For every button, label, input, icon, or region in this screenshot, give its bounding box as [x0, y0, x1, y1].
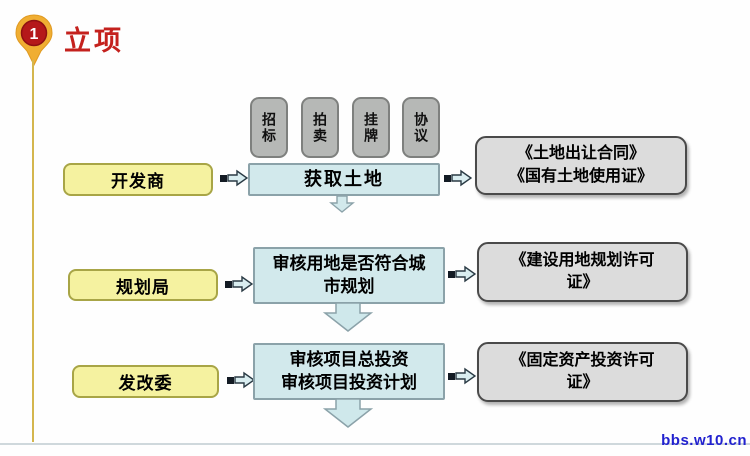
- timeline-line: [32, 60, 34, 442]
- land-method-auction: 拍卖: [301, 97, 339, 158]
- action-line: 审核项目投资计划: [281, 372, 417, 392]
- action-line: 审核项目总投资: [289, 350, 409, 370]
- action-label: 获取土地: [304, 168, 384, 189]
- action-box-review-land-use: 审核用地是否符合城 市规划: [253, 247, 445, 304]
- flow-arrow-right-icon: [220, 169, 248, 187]
- bottom-divider: [0, 443, 750, 445]
- flow-arrow-right-icon: [448, 367, 476, 385]
- page-title: 立项: [64, 26, 124, 56]
- result-box-land-contract: 《土地出让合同》 《国有土地使用证》: [475, 136, 687, 195]
- result-line: 《国有土地使用证》: [508, 167, 653, 185]
- land-method-agreement: 协议: [402, 97, 440, 158]
- action-line: 市规划: [323, 276, 375, 296]
- flow-arrow-right-icon: [448, 265, 476, 283]
- result-line: 《建设用地规划许可: [510, 251, 655, 269]
- result-line: 证》: [566, 274, 599, 291]
- action-box-review-investment: 审核项目总投资 审核项目投资计划: [253, 343, 445, 400]
- actor-box-developer: 开发商: [63, 163, 213, 196]
- land-method-listing: 挂牌: [352, 97, 390, 158]
- land-method-bidding: 招标: [250, 97, 288, 158]
- result-box-fixed-asset-investment-permit: 《固定资产投资许可 证》: [477, 342, 688, 402]
- result-line: 《固定资产投资许可: [510, 351, 655, 369]
- milestone-pin-icon: 1: [15, 14, 53, 67]
- flow-arrow-right-icon: [444, 169, 472, 187]
- flow-arrow-down-icon: [329, 196, 355, 213]
- milestone-number: 1: [30, 26, 39, 43]
- flow-arrow-right-icon: [227, 371, 255, 389]
- result-box-construction-land-permit: 《建设用地规划许可 证》: [477, 242, 688, 302]
- flow-arrow-right-icon: [225, 275, 253, 293]
- actor-box-development-reform-commission: 发改委: [72, 365, 219, 398]
- flow-arrow-down-icon: [322, 399, 374, 428]
- watermark: bbs.w10.cn: [661, 432, 747, 449]
- result-line: 《土地出让合同》: [516, 145, 645, 163]
- flow-arrow-down-icon: [322, 303, 374, 332]
- result-line: 证》: [566, 374, 599, 391]
- action-box-acquire-land: 获取土地: [248, 163, 440, 196]
- actor-box-planning-bureau: 规划局: [68, 269, 218, 301]
- action-line: 审核用地是否符合城: [272, 254, 426, 274]
